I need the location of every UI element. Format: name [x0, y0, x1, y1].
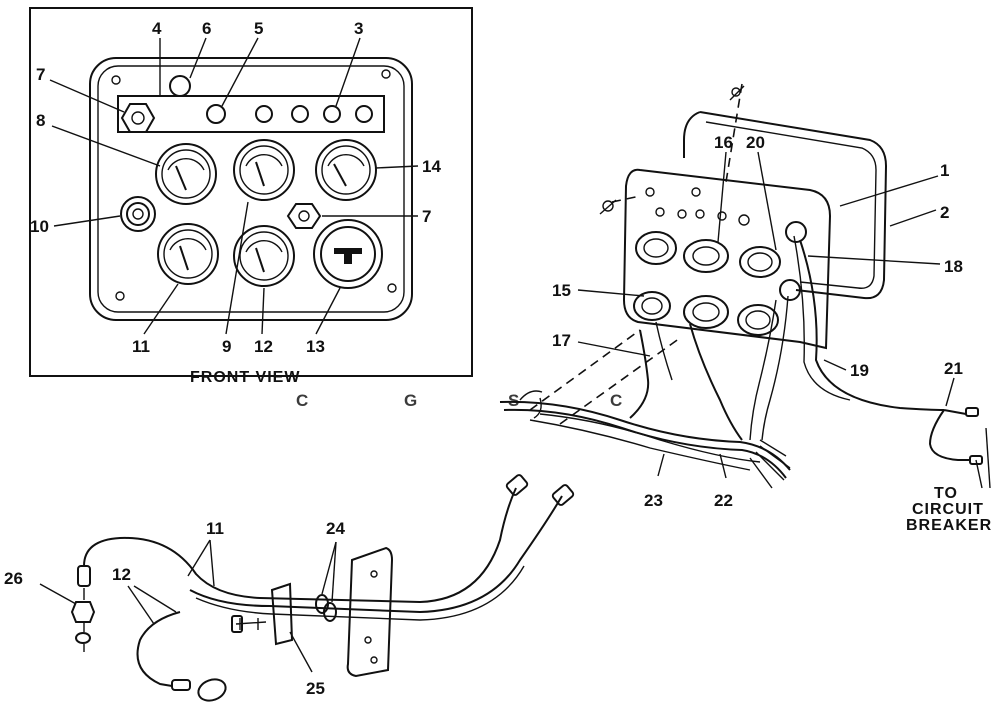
gauge-13 — [313, 219, 383, 289]
top-light — [169, 75, 191, 97]
callout-front-3: 3 — [354, 19, 363, 38]
callout-17: 17 — [552, 331, 571, 350]
watermark-letter-1: C — [296, 391, 308, 410]
callout-1: 1 — [940, 161, 949, 180]
mounting-bracket — [346, 546, 394, 678]
note-line-3: BREAKER — [906, 517, 992, 534]
indicator-light-strip — [117, 95, 385, 133]
callout-front-6: 6 — [202, 19, 211, 38]
note-line-1: TO — [934, 485, 958, 502]
watermark-letter-4: C — [610, 391, 622, 410]
hex-nut-icon — [120, 103, 156, 133]
hex-nut-icon — [286, 203, 322, 229]
front-view-caption: FRONT VIEW — [190, 369, 300, 386]
callout-front-12: 12 — [254, 337, 273, 356]
callout-lines-26: 26 — [4, 569, 23, 588]
callout-21: 21 — [944, 359, 963, 378]
callout-front-7a: 7 — [36, 65, 45, 84]
note-line-2: CIRCUIT — [912, 501, 984, 518]
callout-front-11: 11 — [132, 337, 150, 356]
callout-20: 20 — [746, 133, 765, 152]
instrument-panel-outline — [89, 57, 413, 321]
leader-lines — [39, 37, 991, 673]
callout-front-7b: 7 — [422, 207, 431, 226]
instrument-panel-inner-outline — [97, 65, 405, 313]
gauge-8 — [155, 143, 217, 205]
switch-10 — [120, 196, 156, 232]
gauge-housings — [633, 221, 807, 336]
watermark-letter-2: G — [404, 391, 417, 410]
watermark: C G S C — [296, 391, 622, 410]
callout-front-14: 14 — [422, 157, 441, 176]
callout-2: 2 — [940, 203, 949, 222]
callout-15: 15 — [552, 281, 571, 300]
gauge-12 — [233, 225, 295, 287]
callout-16: 16 — [714, 133, 733, 152]
callout-front-9: 9 — [222, 337, 231, 356]
callout-lines-11: 11 — [206, 519, 224, 538]
callout-18: 18 — [944, 257, 963, 276]
callout-lines-24: 24 — [326, 519, 345, 538]
callout-lines-12: 12 — [112, 565, 131, 584]
callout-front-13: 13 — [306, 337, 325, 356]
front-plate — [622, 168, 832, 350]
rear-cover — [699, 111, 888, 300]
panel-assembly — [599, 83, 888, 350]
callout-labels: 4 6 5 3 7 8 14 10 7 11 9 12 13 FRONT VIE… — [4, 19, 992, 698]
gauge-11 — [157, 223, 219, 285]
gauge-lines-assembly — [70, 474, 575, 702]
callout-front-4: 4 — [152, 19, 162, 38]
callout-front-8: 8 — [36, 111, 45, 130]
callout-19: 19 — [850, 361, 869, 380]
watermark-letter-3: S — [508, 391, 519, 410]
wiring-harness — [499, 235, 983, 489]
callout-front-5: 5 — [254, 19, 263, 38]
gauge-14 — [315, 139, 377, 201]
callout-front-10: 10 — [30, 217, 49, 236]
inset-frame — [29, 7, 473, 377]
front-view-inset — [29, 7, 473, 377]
callout-lines-25: 25 — [306, 679, 325, 698]
callout-22: 22 — [714, 491, 733, 510]
gauge-9 — [233, 139, 295, 201]
callout-23: 23 — [644, 491, 663, 510]
